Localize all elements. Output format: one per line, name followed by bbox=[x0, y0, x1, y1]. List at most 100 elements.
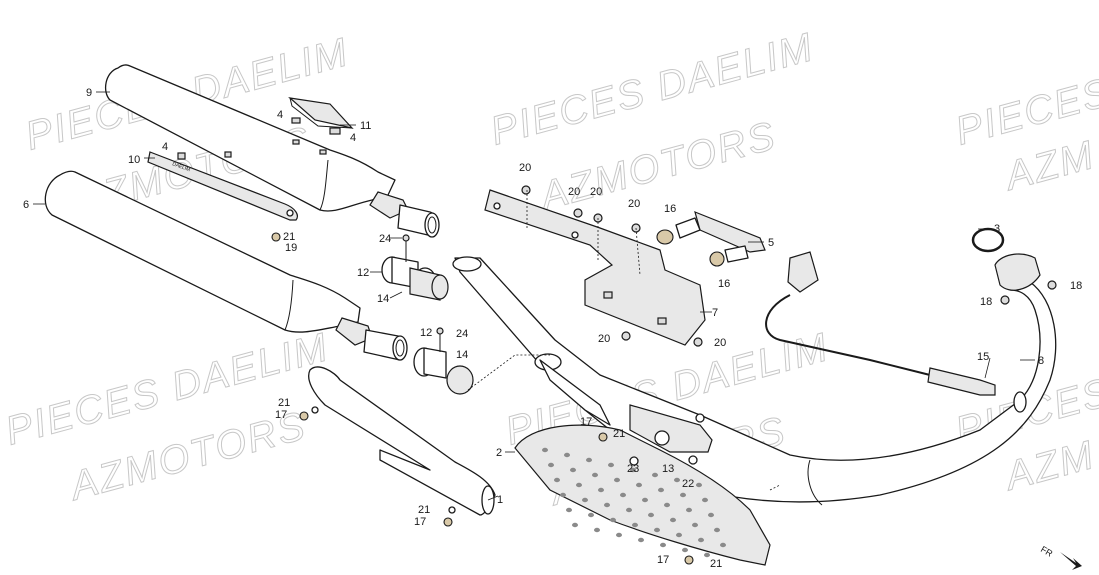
perforation-hole bbox=[576, 482, 582, 488]
lower-muffler bbox=[44, 170, 408, 361]
perforation-hole bbox=[642, 497, 648, 503]
perforation-hole bbox=[586, 457, 592, 463]
upper-muffler bbox=[104, 64, 440, 238]
callout-20: 20 bbox=[598, 333, 610, 345]
callout-21: 21 bbox=[278, 397, 290, 409]
callout-6: 6 bbox=[23, 199, 29, 211]
perforation-hole bbox=[714, 527, 720, 533]
watermark-text: AZM bbox=[999, 433, 1099, 499]
perforation-hole bbox=[674, 477, 680, 483]
callout-12: 12 bbox=[420, 327, 432, 339]
callout-4: 4 bbox=[350, 132, 356, 144]
oxygen-sensor bbox=[765, 251, 996, 396]
callout-12: 12 bbox=[357, 267, 369, 279]
perforated-heat-shield bbox=[514, 424, 771, 566]
side-bracket bbox=[656, 210, 766, 267]
perforation-hole bbox=[702, 497, 708, 503]
callout-20: 20 bbox=[568, 186, 580, 198]
perforation-hole bbox=[682, 547, 688, 553]
perforation-hole bbox=[660, 542, 666, 548]
perforation-hole bbox=[648, 512, 654, 518]
callout-17: 17 bbox=[580, 416, 592, 428]
fasteners bbox=[271, 185, 1057, 565]
perforation-hole bbox=[664, 502, 670, 508]
callout-8: 8 bbox=[1038, 355, 1044, 367]
perforation-hole bbox=[720, 542, 726, 548]
perforation-hole bbox=[670, 517, 676, 523]
perforation-hole bbox=[560, 492, 566, 498]
perforation-hole bbox=[594, 527, 600, 533]
callout-2: 2 bbox=[496, 447, 502, 459]
perforation-hole bbox=[652, 472, 658, 478]
perforation-hole bbox=[680, 492, 686, 498]
perforation-hole bbox=[566, 507, 572, 513]
perforation-hole bbox=[570, 467, 576, 473]
perforation-hole bbox=[610, 517, 616, 523]
direction-arrow: FR bbox=[1039, 544, 1082, 570]
callout-21: 21 bbox=[613, 428, 625, 440]
perforation-hole bbox=[626, 507, 632, 513]
perforation-hole bbox=[564, 452, 570, 458]
callout-9: 9 bbox=[86, 87, 92, 99]
heat-shield-top bbox=[288, 97, 354, 129]
perforation-hole bbox=[632, 522, 638, 528]
lower-heat-guard bbox=[308, 366, 496, 516]
perforation-hole bbox=[630, 467, 636, 473]
clamp-lower bbox=[413, 327, 474, 395]
perforation-hole bbox=[616, 532, 622, 538]
perforation-hole bbox=[698, 537, 704, 543]
perforation-hole bbox=[582, 497, 588, 503]
perforation-hole bbox=[598, 487, 604, 493]
callout-24: 24 bbox=[456, 328, 468, 340]
callout-20: 20 bbox=[590, 186, 602, 198]
perforation-hole bbox=[696, 482, 702, 488]
perforation-hole bbox=[572, 522, 578, 528]
perforation-hole bbox=[608, 462, 614, 468]
header-pipe bbox=[452, 253, 1057, 506]
callout-1: 1 bbox=[497, 494, 503, 506]
perforation-hole bbox=[658, 487, 664, 493]
callout-4: 4 bbox=[277, 109, 283, 121]
perforation-hole bbox=[654, 527, 660, 533]
perforation-hole bbox=[614, 477, 620, 483]
perforation-hole bbox=[692, 522, 698, 528]
callout-16: 16 bbox=[664, 203, 676, 215]
callout-22: 22 bbox=[682, 478, 694, 490]
callout-13: 13 bbox=[662, 463, 674, 475]
callout-17: 17 bbox=[414, 516, 426, 528]
perforation-hole bbox=[704, 552, 710, 558]
callout-15: 15 bbox=[977, 351, 989, 363]
perforation-hole bbox=[620, 492, 626, 498]
callouts: 9 6 10 4 4 4 11 21 19 24 12 14 12 24 14 … bbox=[23, 87, 1082, 570]
callout-10: 10 bbox=[128, 154, 140, 166]
shield-perforations bbox=[542, 447, 726, 558]
callout-7: 7 bbox=[712, 307, 718, 319]
mount-bracket bbox=[484, 189, 706, 346]
perforation-hole bbox=[548, 462, 554, 468]
callout-20: 20 bbox=[519, 162, 531, 174]
watermark-text: AZM bbox=[999, 133, 1099, 199]
callout-20: 20 bbox=[714, 337, 726, 349]
perforation-hole bbox=[604, 502, 610, 508]
callout-17: 17 bbox=[657, 554, 669, 566]
perforation-hole bbox=[638, 537, 644, 543]
callout-24: 24 bbox=[379, 233, 391, 245]
direction-label: FR bbox=[1039, 544, 1055, 559]
clamp-upper bbox=[381, 234, 449, 301]
perforation-hole bbox=[554, 477, 560, 483]
leader-lines bbox=[33, 91, 1035, 501]
callout-18: 18 bbox=[980, 296, 992, 308]
callout-14: 14 bbox=[456, 349, 468, 361]
callout-5: 5 bbox=[768, 237, 774, 249]
callout-19: 19 bbox=[285, 242, 297, 254]
callout-20: 20 bbox=[628, 198, 640, 210]
perforation-hole bbox=[686, 507, 692, 513]
callout-3: 3 bbox=[994, 223, 1000, 235]
callout-14: 14 bbox=[377, 293, 389, 305]
perforation-hole bbox=[588, 512, 594, 518]
arrow-icon bbox=[1060, 552, 1082, 570]
perforation-hole bbox=[592, 472, 598, 478]
callout-16: 16 bbox=[718, 278, 730, 290]
callout-23: 23 bbox=[627, 463, 639, 475]
